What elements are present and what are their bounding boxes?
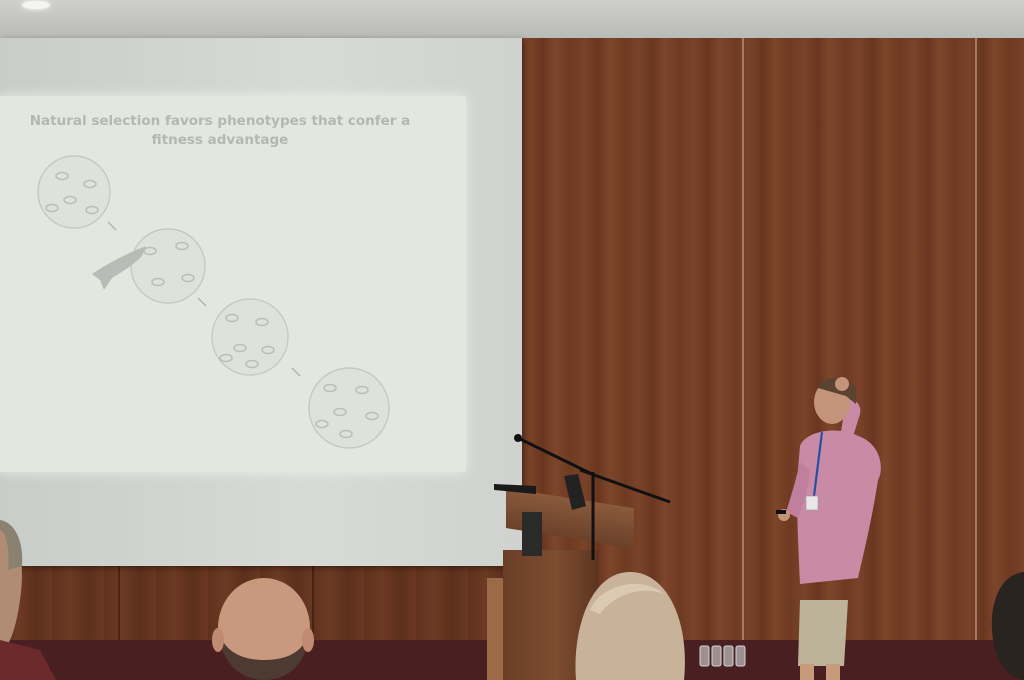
- slide-title: Natural selection favors phenotypes that…: [29, 113, 411, 148]
- wall-seam: [742, 38, 744, 680]
- wall-seam: [312, 538, 314, 658]
- presenter: [776, 377, 881, 680]
- water-glasses: [699, 645, 746, 667]
- lanyard-icon: [812, 431, 824, 497]
- laptop-icon: [494, 474, 586, 556]
- ceiling-light: [22, 1, 50, 9]
- insect-population-circle: [308, 367, 390, 449]
- wall-seam: [118, 538, 120, 658]
- podium-side-panel: [487, 578, 503, 680]
- slide-illustration: [37, 155, 390, 449]
- clicker: [776, 510, 786, 514]
- microphone-icon: [514, 434, 671, 560]
- hand-on-head: [835, 377, 849, 391]
- audience-member-left: [0, 520, 56, 680]
- shorts: [798, 600, 848, 666]
- wall-seam: [975, 38, 977, 680]
- audience-member-right: [991, 572, 1024, 680]
- audience-member-center: [575, 571, 685, 680]
- bird-icon: [92, 246, 146, 290]
- wood-panel-wall: [515, 38, 1024, 680]
- audience-member-bald: [212, 578, 314, 680]
- projection-screen: Natural selection favors phenotypes that…: [0, 38, 522, 566]
- projected-slide: Natural selection favors phenotypes that…: [0, 96, 466, 472]
- arrow-icon: [107, 221, 301, 377]
